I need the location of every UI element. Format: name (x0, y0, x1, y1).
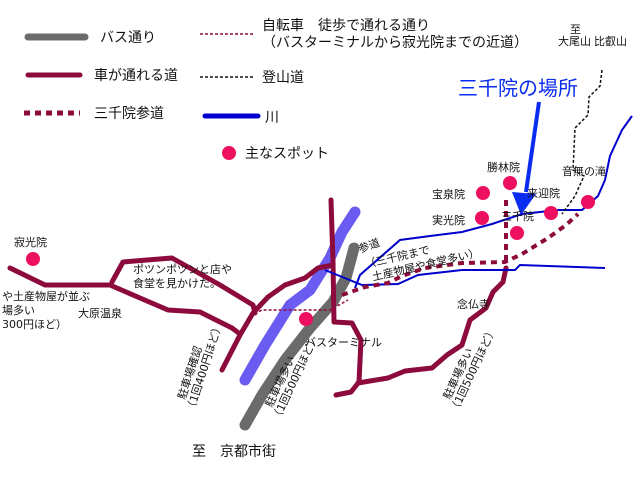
label-jakkoin: 寂光院 (14, 235, 47, 249)
north-dest-ohara: 大尾山 (558, 34, 591, 48)
legend-bus-label: バス通り (100, 30, 156, 46)
spot-hosenin[interactable] (476, 186, 490, 200)
spot-jikkoin[interactable] (475, 211, 489, 225)
road-center (219, 262, 336, 373)
legend-sando-label: 三千院参道 (94, 105, 164, 122)
note-shops-1: ポツンポツンと店や (133, 262, 232, 276)
north-to-label: 至 (570, 23, 581, 36)
road-west (7, 265, 243, 337)
spot-otonashi[interactable] (581, 195, 595, 209)
spots (26, 176, 595, 326)
map-title: 三千院の場所 (458, 76, 578, 100)
arrow-shaft (524, 101, 541, 193)
spot-bus-terminal[interactable] (299, 312, 313, 326)
mountain-path (561, 69, 603, 215)
arrow-head-icon (512, 192, 536, 215)
spot-sanzenin[interactable] (510, 226, 524, 240)
note-shops-2: 食堂を見かけた。 (133, 276, 221, 290)
road-terminal (328, 197, 364, 398)
legend-mountain-label: 登山道 (262, 70, 304, 86)
bicycle-path (249, 299, 349, 317)
note-west-3: 300円ほど） (2, 318, 67, 331)
label-onsen: 大原温泉 (78, 306, 122, 320)
sando-path (341, 212, 580, 297)
legend-spot-label: 主なスポット (245, 146, 329, 162)
legend-bicycle-label-1: 自転車 徒歩で通れる通り (262, 17, 430, 34)
label-hosenin: 宝泉院 (432, 187, 465, 201)
south-direction-label: 至 京都市街 (192, 443, 276, 460)
label-sanzenin: 三千院 (501, 209, 534, 223)
label-otonashi: 音無の滝 (562, 164, 606, 178)
note-sando-detail: （三千院まで 土産物屋や食堂多い） (364, 242, 481, 283)
legend-river-label: 川 (265, 110, 279, 126)
river-upper-bank (354, 115, 633, 289)
river-wide (239, 206, 361, 386)
label-shorinin: 勝林院 (487, 160, 520, 174)
north-dest-hiei: 比叡山 (594, 34, 627, 48)
note-sando-label: 参道 (356, 235, 381, 256)
note-west-1: や土産物屋が並ぶ (2, 289, 90, 303)
note-sando: 参道 (356, 235, 381, 256)
spot-shorinin[interactable] (503, 176, 517, 190)
legend: バス通り 車が通れる道 三千院参道 自転車 徒歩で通れる通り （バスターミナルか… (24, 17, 528, 162)
note-west-2: 場多い (2, 303, 35, 317)
legend-spot-swatch (222, 146, 236, 160)
road-nenbutsuji (355, 265, 509, 386)
road-loop (109, 255, 258, 316)
spot-raigoin[interactable] (544, 206, 558, 220)
note-parking-1: 駐車場確認 （1回400円ほど） (175, 321, 226, 414)
label-raigoin: 来迎院 (527, 186, 560, 200)
label-nenbutsuji: 念仏寺 (457, 297, 490, 311)
label-bus-terminal: バスターミナル (305, 336, 382, 349)
legend-car-label: 車が通れる道 (94, 67, 178, 84)
legend-bicycle-label-2: （バスターミナルから寂光院までの近道） (262, 35, 528, 51)
label-jikkoin: 実光院 (432, 213, 465, 227)
car-roads (7, 197, 509, 398)
spot-jakkoin[interactable] (26, 252, 40, 266)
